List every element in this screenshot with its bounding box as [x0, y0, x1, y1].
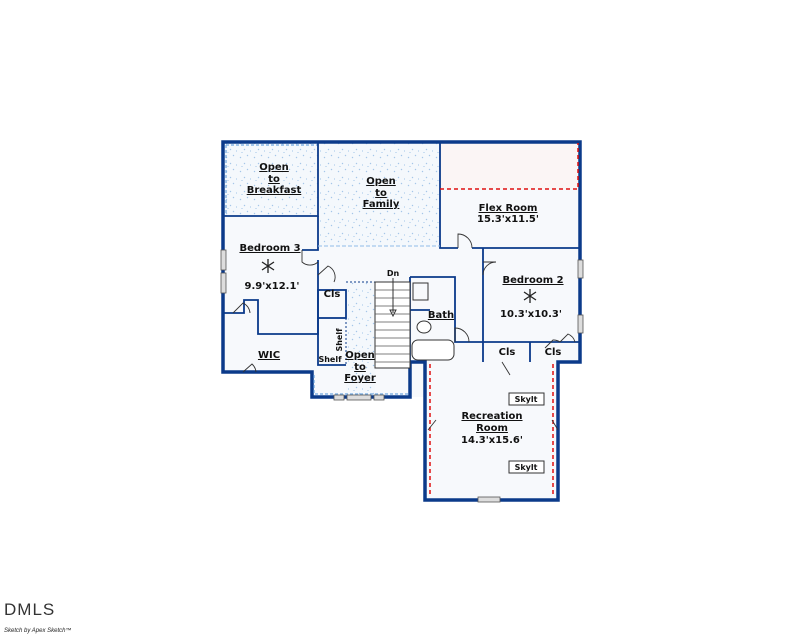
label-shelf-2: Shelf [335, 328, 344, 352]
label-skylight-1: Skylt [515, 395, 538, 404]
red-dashed-lines [429, 143, 579, 497]
label-flex-room: Flex Room [479, 203, 538, 214]
dim-recreation: 14.3'x15.6' [461, 435, 523, 446]
open-to-family-area [318, 142, 440, 246]
skylight-2 [508, 460, 545, 474]
label-cls-2: Cls [499, 347, 516, 358]
sink-icon [412, 282, 429, 301]
label-open-foyer-2: to [354, 362, 366, 373]
label-recreation-2: Room [476, 423, 508, 434]
mls-logo: DMLS [4, 600, 56, 619]
bathtub-icon [411, 339, 455, 361]
staircase[interactable] [374, 278, 411, 369]
label-bath: Bath [428, 310, 454, 321]
label-open-family-2: to [375, 188, 387, 199]
flex-room-overhang [440, 142, 580, 189]
label-open-breakfast-2: to [268, 174, 280, 185]
label-bedroom3: Bedroom 3 [239, 243, 300, 254]
windows [220, 249, 584, 503]
label-open-breakfast-1: Open [259, 162, 289, 173]
label-cls-3: Cls [545, 347, 562, 358]
sketch-credit: Sketch by Apex Sketch™ [4, 628, 72, 634]
doors [232, 233, 576, 431]
label-bedroom2: Bedroom 2 [502, 275, 563, 286]
open-to-breakfast-area [223, 142, 318, 216]
toilet-icon [416, 320, 432, 334]
ceiling-fan-icon [261, 259, 275, 273]
label-cls-1: Cls [324, 289, 341, 300]
label-shelf-1: Shelf [318, 355, 342, 364]
exterior-wall [221, 140, 582, 502]
label-open-breakfast-3: Breakfast [247, 185, 302, 196]
label-dn: Dn [387, 269, 400, 278]
open-to-foyer-area [346, 282, 375, 397]
label-wic: WIC [258, 350, 280, 361]
dim-bedroom3: 9.9'x12.1' [245, 281, 300, 292]
label-open-family-3: Family [363, 199, 400, 210]
label-open-foyer-1: Open [345, 350, 375, 361]
label-open-foyer-3: Foyer [344, 373, 376, 384]
ceiling-fan-icon [523, 289, 537, 303]
dim-flex-room: 15.3'x11.5' [477, 214, 539, 225]
label-recreation-1: Recreation [461, 411, 522, 422]
label-skylight-2: Skylt [515, 463, 538, 472]
dim-bedroom2: 10.3'x10.3' [500, 309, 562, 320]
label-open-family-1: Open [366, 176, 396, 187]
skylight-1 [508, 392, 545, 406]
